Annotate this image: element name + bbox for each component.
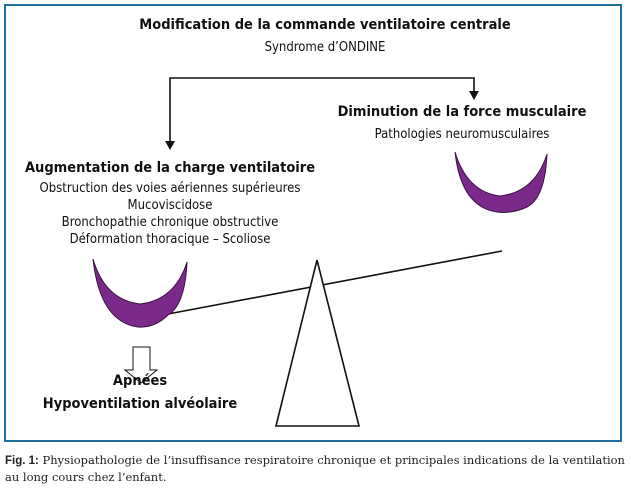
caption-label: Fig. 1: — [5, 455, 39, 467]
right-subtitle: Pathologies neuromusculaires — [374, 127, 550, 142]
caption-text: Physiopathologie de l’insuffisance respi… — [5, 453, 625, 484]
left-item: Déformation thoracique – Scoliose — [69, 232, 271, 247]
bowl-right — [454, 151, 548, 213]
outcome-line: Apnées — [112, 373, 168, 389]
top-subtitle: Syndrome d’ONDINE — [264, 40, 386, 55]
left-item: Bronchopathie chronique obstructive — [61, 215, 279, 230]
connector-arrows — [169, 77, 475, 143]
right-title: Diminution de la force musculaire — [337, 104, 587, 120]
seesaw-beam — [167, 250, 503, 315]
arrow-head-right — [469, 91, 479, 100]
figure-frame — [4, 4, 622, 442]
hollow-down-arrow — [123, 346, 159, 384]
bowl-left — [92, 258, 188, 328]
left-item: Obstruction des voies aériennes supérieu… — [39, 181, 301, 196]
arrow-head-left — [165, 141, 175, 150]
figure-caption: Fig. 1: Physiopathologie de l’insuffisan… — [5, 452, 625, 485]
left-title: Augmentation de la charge ventilatoire — [24, 160, 316, 176]
top-title: Modification de la commande ventilatoire… — [139, 17, 511, 33]
fulcrum-triangle — [274, 259, 361, 427]
left-item: Mucoviscidose — [127, 198, 213, 213]
outcome-line: Hypoventilation alvéolaire — [42, 396, 238, 412]
